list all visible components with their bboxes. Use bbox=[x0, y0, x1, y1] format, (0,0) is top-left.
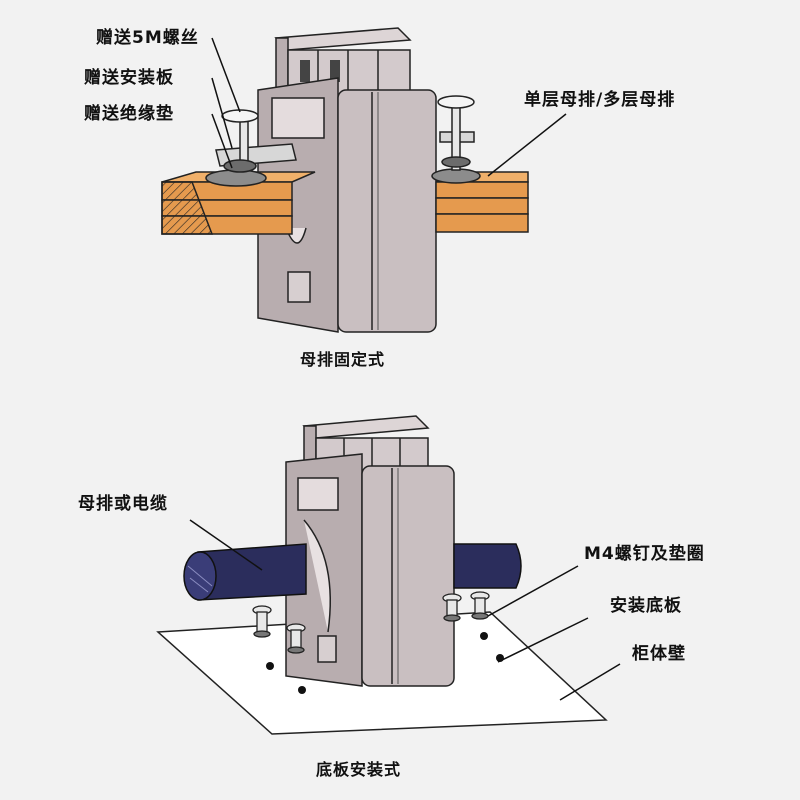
bottom-ct-body bbox=[285, 453, 455, 687]
label-pad: 赠送绝缘垫 bbox=[84, 104, 174, 124]
left-clamp-screw bbox=[205, 109, 297, 187]
leader-cable bbox=[189, 519, 263, 571]
leader-wall bbox=[559, 663, 621, 701]
screw-a bbox=[252, 605, 272, 638]
label-busbar: 单层母排/多层母排 bbox=[524, 90, 676, 110]
label-m4-screw: M4螺钉及垫圈 bbox=[584, 544, 705, 564]
leader-base bbox=[497, 617, 589, 663]
mounting-holes bbox=[266, 632, 504, 694]
leader-busbar bbox=[487, 113, 567, 177]
top-ct-body bbox=[257, 77, 437, 333]
leader-plate bbox=[211, 77, 233, 149]
label-plate: 赠送安装板 bbox=[84, 68, 174, 88]
screw-b bbox=[286, 623, 306, 654]
label-cabinet-wall: 柜体壁 bbox=[632, 644, 686, 664]
label-screw: 赠送5M螺丝 bbox=[96, 28, 199, 48]
label-cable: 母排或电缆 bbox=[78, 494, 168, 514]
leader-m4-screw bbox=[487, 565, 579, 617]
caption-base-mounted: 底板安装式 bbox=[316, 760, 402, 779]
leader-pad bbox=[211, 113, 233, 169]
label-base-plate: 安装底板 bbox=[610, 596, 682, 616]
top-ct-group bbox=[161, 27, 567, 333]
mounting-screws bbox=[252, 591, 490, 654]
right-clamp-screw bbox=[431, 95, 481, 184]
leader-screw bbox=[211, 37, 241, 113]
bottom-ct-group bbox=[156, 415, 621, 735]
bottom-leader-lines bbox=[189, 519, 621, 701]
cable bbox=[183, 543, 522, 601]
screw-c bbox=[442, 593, 462, 622]
screw-d bbox=[470, 591, 490, 620]
caption-busbar-fixed: 母排固定式 bbox=[300, 350, 386, 369]
top-leader-lines bbox=[211, 37, 567, 177]
